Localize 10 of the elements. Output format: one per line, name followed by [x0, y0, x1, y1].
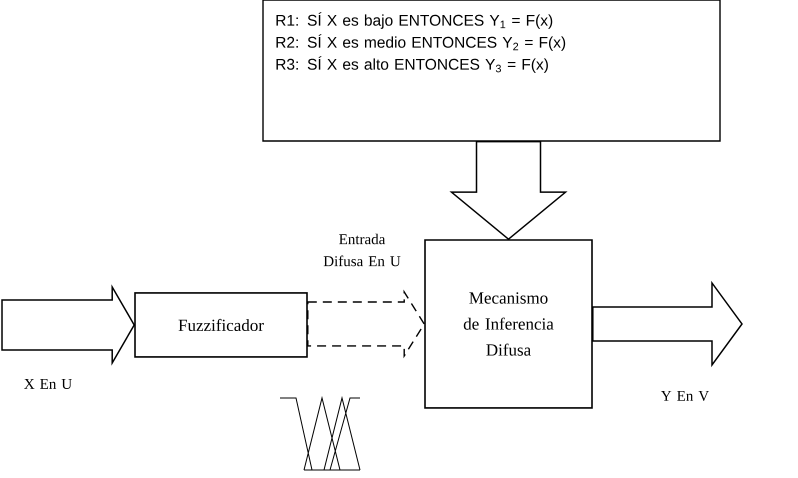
- process-box: Fuzzificador: [134, 292, 308, 358]
- edge-label: Y En V: [661, 390, 709, 401]
- block-arrow: [307, 290, 426, 358]
- block-arrow: [1, 284, 136, 366]
- edge-label: Entrada Difusa En U: [324, 234, 400, 266]
- process-box: Mecanismo de Inferencia Difusa: [424, 239, 593, 409]
- rule-box: R1: SÍ X es bajo ENTONCES Y$_{1}$ = F(x) R2: SÍ X es medio ENTONCES Y$_{2}$ = F(x) R3: SÍ X es alto ENTONCES Y$_{3}$ = F(x): [262, 0, 721, 142]
- block-arrow: [592, 280, 743, 368]
- block-arrow: [449, 140, 568, 240]
- edge-label: X En U: [24, 379, 72, 389]
